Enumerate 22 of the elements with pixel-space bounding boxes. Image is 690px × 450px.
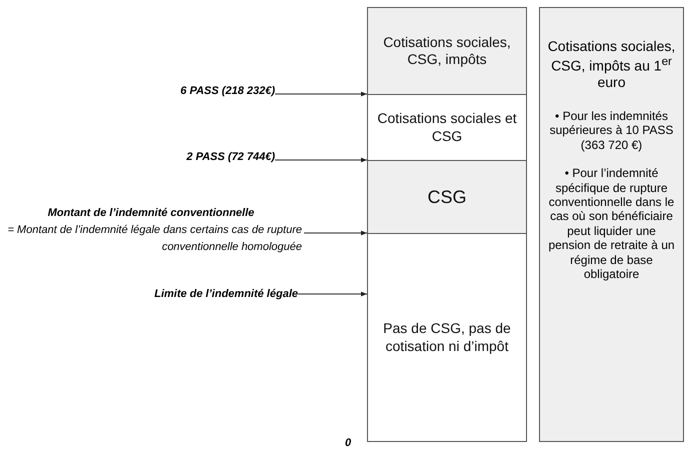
side-note: • Pour les indemnités supérieures à 10 PASS (363 720 €) — [548, 109, 674, 152]
threshold-label: Montant de l’indemnité conventionnelle — [46, 206, 256, 218]
threshold-label: Limite de l’indemnité légale — [153, 288, 298, 300]
arrow — [304, 230, 368, 236]
arrow — [274, 158, 368, 162]
axis-origin-label: 0 — [345, 437, 352, 449]
side-panel — [539, 7, 684, 442]
arrow — [298, 292, 368, 296]
threshold-note: = Montant de l’indemnité légale dans certains cas de rupture conventionnelle homologuée — [6, 222, 302, 254]
side-note: • Pour l’indemnité spécifique de rupture conventionnelle dans le cas où son bénéficiaire peut liquider une pension de retraite à un régime de base obligatoire — [547, 166, 676, 282]
tax-band — [367, 233, 527, 442]
band-text: CSG — [427, 186, 466, 208]
band-text: Pas de CSG, pas de cotisation ni d’impôt — [382, 320, 512, 355]
band-text: Cotisations sociales, CSG, impôts — [382, 34, 512, 68]
arrow — [274, 92, 368, 96]
tax-band — [367, 94, 527, 161]
threshold-label: 6 PASS (218 232€) — [179, 85, 275, 97]
side-heading: Cotisations sociales, CSG, impôts au 1$^{er}$ euro — [546, 38, 676, 92]
tax-band — [367, 7, 527, 95]
band-text: Cotisations sociales et CSG — [376, 110, 518, 145]
tax-band — [367, 160, 527, 234]
threshold-label: 2 PASS (72 744€) — [185, 151, 275, 163]
